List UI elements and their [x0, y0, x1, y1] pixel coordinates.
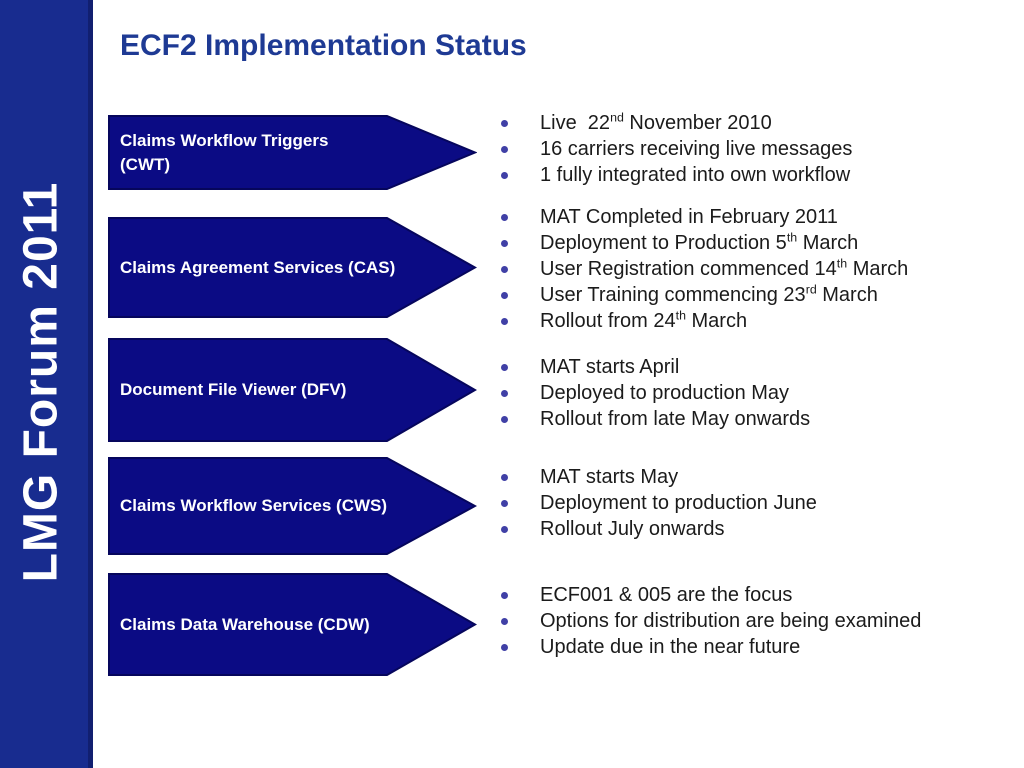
arrow-label-cwt: Claims Workflow Triggers (CWT)	[120, 130, 329, 174]
right-arrow-shape	[108, 217, 477, 318]
bullet-item: User Registration commenced 14th March	[492, 256, 992, 282]
sidebar-banner: LMG Forum 2011	[0, 0, 93, 768]
bullet-item: ECF001 & 005 are the focus	[492, 582, 992, 608]
arrow-label-cas: Claims Agreement Services (CAS)	[120, 257, 396, 277]
arrow-label-dfv: Document File Viewer (DFV)	[120, 380, 347, 399]
right-arrow-shape	[108, 115, 477, 190]
arrow-banner-cdw: Claims Data Warehouse (CDW)	[108, 573, 477, 676]
bullet-item: MAT Completed in February 2011	[492, 204, 992, 230]
arrow-banner-cas: Claims Agreement Services (CAS)	[108, 217, 477, 318]
right-arrow-shape	[108, 338, 477, 442]
arrow-label-cdw: Claims Data Warehouse (CDW)	[120, 614, 370, 634]
arrow-banner-cws: Claims Workflow Services (CWS)	[108, 457, 477, 555]
bullet-item: Deployment to production June	[492, 490, 992, 516]
bullet-item: Rollout July onwards	[492, 516, 992, 542]
bullet-item: User Training commencing 23rd March	[492, 282, 992, 308]
bullet-item: 1 fully integrated into own workflow	[492, 162, 992, 188]
bullet-item: Rollout from late May onwards	[492, 406, 992, 432]
bullet-item: Update due in the near future	[492, 634, 992, 660]
bullet-item: 16 carriers receiving live messages	[492, 136, 992, 162]
right-arrow-shape	[108, 573, 477, 676]
arrow-label-cws: Claims Workflow Services (CWS)	[120, 496, 388, 515]
bullet-item: MAT starts May	[492, 464, 992, 490]
sidebar-title: LMG Forum 2011	[14, 181, 68, 583]
bullet-item: Deployed to production May	[492, 380, 992, 406]
arrow-banner-cwt: Claims Workflow Triggers (CWT)	[108, 115, 477, 190]
arrow-banner-dfv: Document File Viewer (DFV)	[108, 338, 477, 442]
bullet-item: Live 22nd November 2010	[492, 110, 992, 136]
bullet-item: Rollout from 24th March	[492, 308, 992, 334]
bullet-item: MAT starts April	[492, 354, 992, 380]
bullet-item: Deployment to Production 5th March	[492, 230, 992, 256]
page-title: ECF2 Implementation Status	[120, 29, 527, 62]
bullet-item: Options for distribution are being exami…	[492, 608, 992, 634]
right-arrow-shape	[108, 457, 477, 555]
